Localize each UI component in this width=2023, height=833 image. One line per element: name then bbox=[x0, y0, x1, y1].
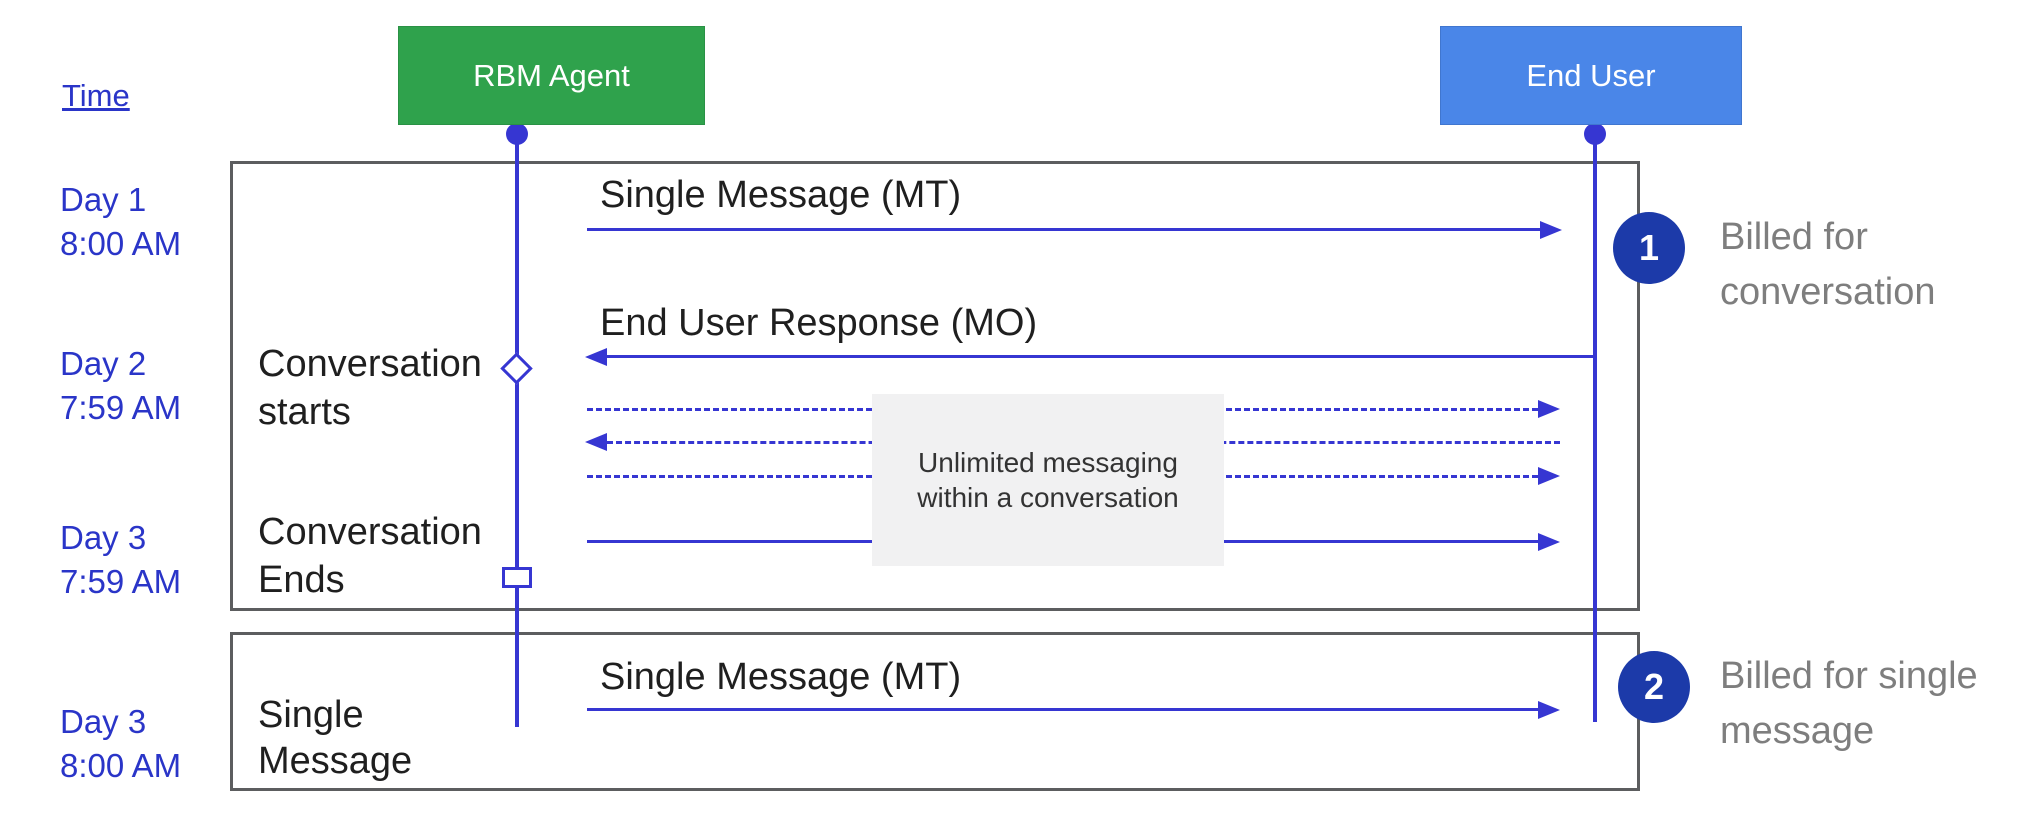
dashed-arrow-head-1 bbox=[1538, 400, 1560, 418]
end-user-lifeline-dot bbox=[1584, 123, 1606, 145]
rbm-agent-lifeline bbox=[515, 123, 519, 727]
billing-badge-2: 2 bbox=[1618, 651, 1690, 723]
mo-arrow-head bbox=[585, 348, 607, 366]
single-mt-arrow-head bbox=[1538, 701, 1560, 719]
mt-arrow-head bbox=[1540, 221, 1562, 239]
timestamp-day2: Day 2 7:59 AM bbox=[60, 345, 182, 426]
mt-message-label: Single Message (MT) bbox=[600, 174, 962, 216]
end-user-actor: End User bbox=[1440, 26, 1742, 125]
mo-arrow-line bbox=[607, 355, 1595, 358]
timestamp-day1: Day 1 8:00 AM bbox=[60, 181, 182, 262]
billed-for-single-message-label: Billed for single message bbox=[1720, 655, 1978, 752]
mt-arrow-line bbox=[587, 228, 1542, 231]
conversation-ends-label: Conversation Ends bbox=[258, 511, 482, 601]
single-mt-arrow-line bbox=[587, 708, 1540, 711]
mo-message-label: End User Response (MO) bbox=[600, 302, 1038, 344]
rbm-agent-actor: RBM Agent bbox=[398, 26, 705, 125]
conversation-frame bbox=[230, 161, 1640, 611]
time-axis-label: Time bbox=[62, 78, 130, 113]
billing-badge-1: 1 bbox=[1613, 212, 1685, 284]
rbm-lifeline-dot bbox=[506, 123, 528, 145]
single-mt-message-label: Single Message (MT) bbox=[600, 656, 962, 698]
dashed-arrow-head-2 bbox=[585, 433, 607, 451]
timestamp-day3-single: Day 3 8:00 AM bbox=[60, 703, 182, 784]
timestamp-day3: Day 3 7:59 AM bbox=[60, 519, 182, 600]
final-message-arrow-head bbox=[1538, 533, 1560, 551]
conversation-end-marker bbox=[502, 567, 532, 588]
unlimited-messaging-note: Unlimited messaging within a conversatio… bbox=[872, 394, 1224, 566]
dashed-arrow-head-3 bbox=[1538, 467, 1560, 485]
end-user-lifeline bbox=[1593, 123, 1597, 722]
conversation-starts-label: Conversation starts bbox=[258, 343, 482, 433]
single-message-side-label: Single Message bbox=[258, 694, 413, 782]
billed-for-conversation-label: Billed for conversation bbox=[1720, 216, 1936, 313]
